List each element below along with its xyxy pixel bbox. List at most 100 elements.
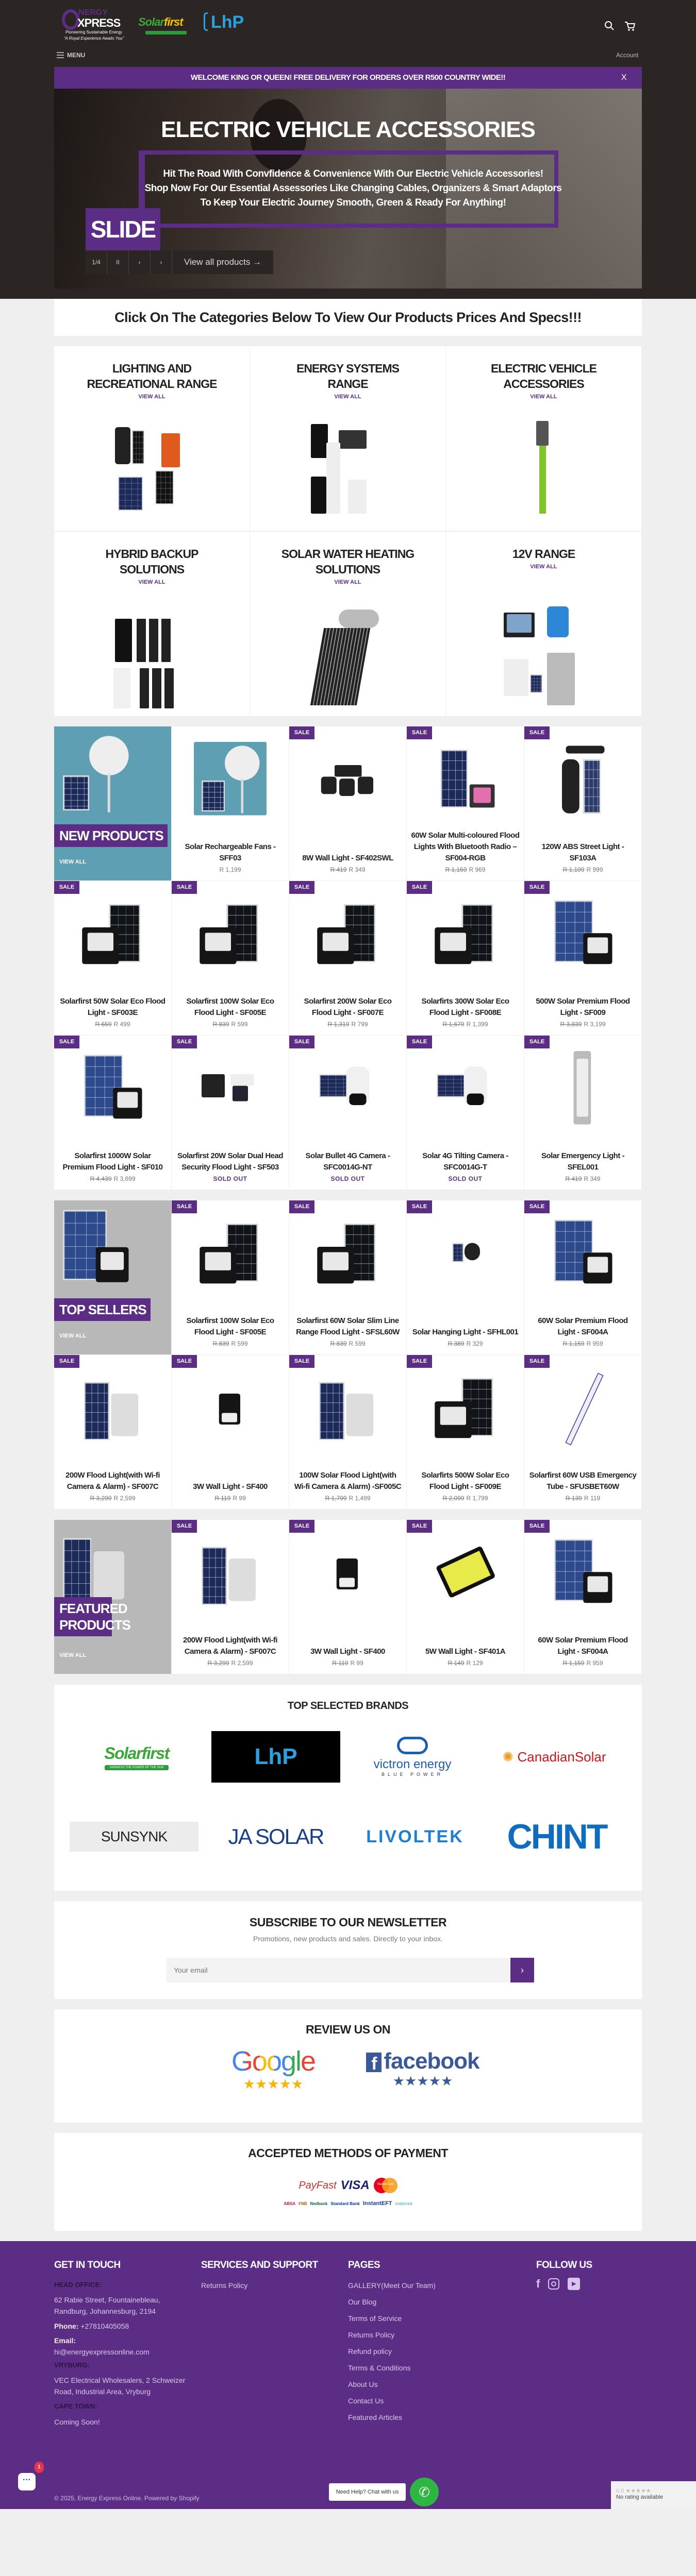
- product-title[interactable]: Solarfirst 200W Solar Eco Flood Light - …: [304, 997, 392, 1017]
- facebook-icon[interactable]: f: [536, 2277, 540, 2290]
- product-image[interactable]: [311, 896, 384, 974]
- product-title[interactable]: Solarfirst 1000W Solar Premium Flood Lig…: [62, 1151, 163, 1172]
- menu-button[interactable]: MENU: [57, 52, 85, 59]
- product-title[interactable]: Solarfirst 60W Solar Slim Line Range Flo…: [296, 1316, 400, 1336]
- account-link[interactable]: Account: [616, 52, 639, 59]
- product-title[interactable]: 60W Solar Premium Flood Light - SF004A: [538, 1636, 628, 1656]
- product-title[interactable]: 200W Flood Light(with Wi-fi Camera & Ala…: [65, 1471, 160, 1491]
- product-title[interactable]: 500W Solar Premium Flood Light - SF009: [536, 997, 630, 1017]
- product-image[interactable]: [429, 896, 502, 974]
- product-image[interactable]: [546, 1216, 619, 1293]
- product-image[interactable]: [194, 1051, 267, 1128]
- product-image[interactable]: [194, 1216, 267, 1293]
- product-image[interactable]: [76, 896, 149, 974]
- product-image[interactable]: [546, 1051, 619, 1128]
- product-title[interactable]: 3W Wall Light - SF400: [193, 1482, 268, 1491]
- footer-link[interactable]: Refund policy: [348, 2347, 392, 2355]
- product-title[interactable]: Solar Emergency Light - SFEL001: [541, 1151, 625, 1172]
- product-title[interactable]: Solarfirst 60W USB Emergency Tube - SFUS…: [529, 1471, 637, 1491]
- footer-link[interactable]: Featured Articles: [348, 2413, 403, 2421]
- instagram-icon[interactable]: [548, 2278, 560, 2290]
- cart-icon[interactable]: [624, 21, 636, 33]
- product-title[interactable]: Solar Rechargeable Fans - SFF03: [185, 842, 276, 862]
- product-title[interactable]: Solar 4G Tilting Camera - SFC0014G-T: [422, 1151, 508, 1172]
- youtube-icon[interactable]: ▶: [568, 2278, 581, 2290]
- brand-logo-lhp[interactable]: LhP: [211, 1731, 340, 1783]
- brand-logo-livoltek[interactable]: LIVOLTEK: [348, 1808, 482, 1865]
- product-title[interactable]: 60W Solar Multi-coloured Flood Lights Wi…: [411, 831, 520, 862]
- footer-link[interactable]: Returns Policy: [348, 2331, 395, 2339]
- product-image[interactable]: [194, 896, 267, 974]
- footer-link[interactable]: Terms of Service: [348, 2314, 402, 2323]
- footer-link[interactable]: Terms & Conditions: [348, 2364, 411, 2372]
- whatsapp-icon[interactable]: ✆: [410, 2478, 439, 2506]
- product-image[interactable]: [546, 1370, 619, 1448]
- rating-widget[interactable]: 0.0 ★★★★★ No rating available: [611, 2481, 696, 2509]
- product-image[interactable]: [311, 1216, 384, 1293]
- email-link[interactable]: hi@energyexpressonline.com: [54, 2348, 150, 2356]
- brand-logo-solarfirst[interactable]: Solarfirst HARNESS THE POWER OF THE SUN: [70, 1728, 204, 1785]
- whatsapp-chat-label[interactable]: Need Help? Chat with us: [329, 2483, 406, 2501]
- product-image[interactable]: [311, 1370, 384, 1448]
- collection-view-all-link[interactable]: VIEW ALL: [59, 1652, 87, 1658]
- product-image[interactable]: [546, 742, 619, 819]
- product-title[interactable]: 120W ABS Street Light - SF103A: [541, 842, 624, 862]
- google-review-link[interactable]: Google ★★★★★: [211, 2045, 335, 2091]
- email-input[interactable]: [167, 1958, 510, 1982]
- footer-link[interactable]: About Us: [348, 2380, 378, 2388]
- brand-logo-sunsynk[interactable]: SUNSYNK: [70, 1822, 198, 1852]
- category-view-all-link[interactable]: VIEW ALL: [334, 394, 361, 400]
- product-image[interactable]: [194, 742, 267, 819]
- collection-view-all-link[interactable]: VIEW ALL: [59, 1333, 87, 1339]
- close-announcement-button[interactable]: X: [621, 73, 627, 82]
- product-title[interactable]: 60W Solar Premium Flood Light - SF004A: [538, 1316, 628, 1336]
- brand-logo-canadiansolar[interactable]: ✺ CanadianSolar: [487, 1728, 621, 1785]
- product-title[interactable]: Solarfirst 50W Solar Eco Flood Light - S…: [60, 997, 165, 1017]
- brand-logo-chint[interactable]: CHINT: [487, 1808, 626, 1865]
- product-image[interactable]: [429, 1051, 502, 1128]
- footer-link-returns-policy[interactable]: Returns Policy: [201, 2281, 248, 2290]
- next-slide-button[interactable]: ›: [151, 250, 172, 274]
- search-icon[interactable]: [603, 21, 616, 33]
- pause-button[interactable]: II: [107, 250, 129, 274]
- product-title[interactable]: 200W Flood Light(with Wi-fi Camera & Ala…: [183, 1636, 278, 1656]
- product-image[interactable]: [311, 1051, 384, 1128]
- product-image[interactable]: [311, 1535, 384, 1613]
- previous-slide-button[interactable]: ‹: [129, 250, 151, 274]
- product-title[interactable]: Solar Hanging Light - SFHL001: [412, 1328, 519, 1336]
- product-title[interactable]: Solarfirst 100W Solar Eco Flood Light - …: [186, 1316, 274, 1336]
- product-title[interactable]: 8W Wall Light - SF402SWL: [302, 854, 393, 862]
- product-title[interactable]: 3W Wall Light - SF400: [310, 1647, 385, 1656]
- product-title[interactable]: Solar Bullet 4G Camera - SFC0014G-NT: [305, 1151, 390, 1172]
